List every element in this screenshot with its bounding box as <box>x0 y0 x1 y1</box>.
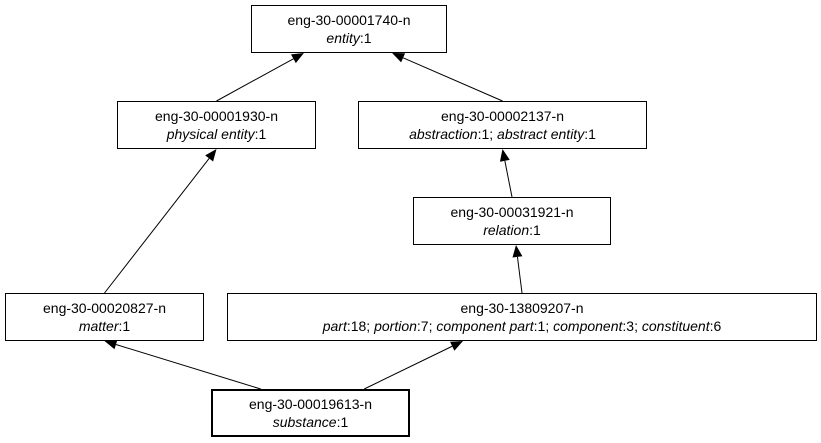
synset-id: eng-30-00031921-n <box>450 204 574 220</box>
arrowhead-icon <box>205 149 217 162</box>
synset-id: eng-30-13809207-n <box>460 300 584 316</box>
synset-node-entity[interactable]: eng-30-00001740-n entity:1 <box>251 5 447 53</box>
synset-lemmas: substance:1 <box>213 413 408 431</box>
lemma-word: abstraction <box>409 126 478 142</box>
edge-line <box>104 158 210 294</box>
edge-line <box>504 160 513 198</box>
lemma-word: component <box>553 318 623 334</box>
lemma-word: component part <box>436 318 534 334</box>
synset-id: eng-30-00001930-n <box>155 108 278 124</box>
lemma-word: relation <box>483 222 530 238</box>
lemma-word: abstract entity <box>497 126 585 142</box>
synset-id: eng-30-00002137-n <box>441 108 564 124</box>
lemma-separator: ; <box>545 318 554 334</box>
lemma-word: constituent <box>641 318 710 334</box>
synset-lemmas: abstraction:1; abstract entity:1 <box>359 125 646 143</box>
synset-id: eng-30-00019613-n <box>249 396 372 412</box>
lemma-separator: ; <box>428 318 437 334</box>
synset-node-part[interactable]: eng-30-13809207-n part:18; portion:7; co… <box>227 293 817 341</box>
edge-line <box>216 58 294 102</box>
lemma-word: portion <box>374 318 417 334</box>
lemma-count: :3 <box>622 318 635 334</box>
lemma-word: physical entity <box>166 126 255 142</box>
synset-lemmas: relation:1 <box>414 221 610 239</box>
edge-line <box>115 344 261 390</box>
synset-node-abstraction[interactable]: eng-30-00002137-n abstraction:1; abstrac… <box>358 101 647 149</box>
lemma-word: substance <box>272 414 337 430</box>
arrowhead-icon <box>392 53 406 63</box>
edge-line <box>364 345 453 390</box>
synset-node-physical-entity[interactable]: eng-30-00001930-n physical entity:1 <box>117 101 316 149</box>
lemma-word: matter <box>78 318 119 334</box>
lemma-count: :1 <box>533 318 546 334</box>
lemma-separator: ; <box>366 318 375 334</box>
edge-line <box>402 57 503 102</box>
lemma-count: :1 <box>336 414 349 430</box>
lemma-count: :18 <box>346 318 367 334</box>
lemma-separator: ; <box>489 126 498 142</box>
lemma-count: :1 <box>477 126 490 142</box>
synset-lemmas: physical entity:1 <box>118 125 315 143</box>
lemma-count: :1 <box>584 126 596 142</box>
arrowhead-icon <box>104 339 118 350</box>
synset-node-matter[interactable]: eng-30-00020827-n matter:1 <box>5 293 204 341</box>
synset-lemmas: entity:1 <box>252 29 446 47</box>
lemma-count: :6 <box>709 318 722 334</box>
lemma-count: :1 <box>254 126 267 142</box>
lemma-count: :1 <box>359 30 372 46</box>
lemma-word: entity <box>326 30 360 46</box>
arrowhead-icon <box>499 149 510 162</box>
synset-node-relation[interactable]: eng-30-00031921-n relation:1 <box>413 197 611 245</box>
synset-lemmas: matter:1 <box>6 317 203 335</box>
synset-lemmas: part:18; portion:7; component part:1; co… <box>228 317 816 335</box>
lemma-separator: ; <box>634 318 642 334</box>
lemma-count: :1 <box>529 222 541 238</box>
synset-id: eng-30-00001740-n <box>287 12 411 28</box>
lemma-count: :1 <box>118 318 131 334</box>
lemma-count: :7 <box>416 318 429 334</box>
synset-node-substance[interactable]: eng-30-00019613-n substance:1 <box>211 389 410 437</box>
arrowhead-icon <box>512 245 523 258</box>
synset-id: eng-30-00020827-n <box>43 300 166 316</box>
edge-line <box>516 256 523 294</box>
arrowhead-icon <box>450 341 463 351</box>
arrowhead-icon <box>290 53 304 64</box>
lemma-word: part <box>322 318 347 334</box>
